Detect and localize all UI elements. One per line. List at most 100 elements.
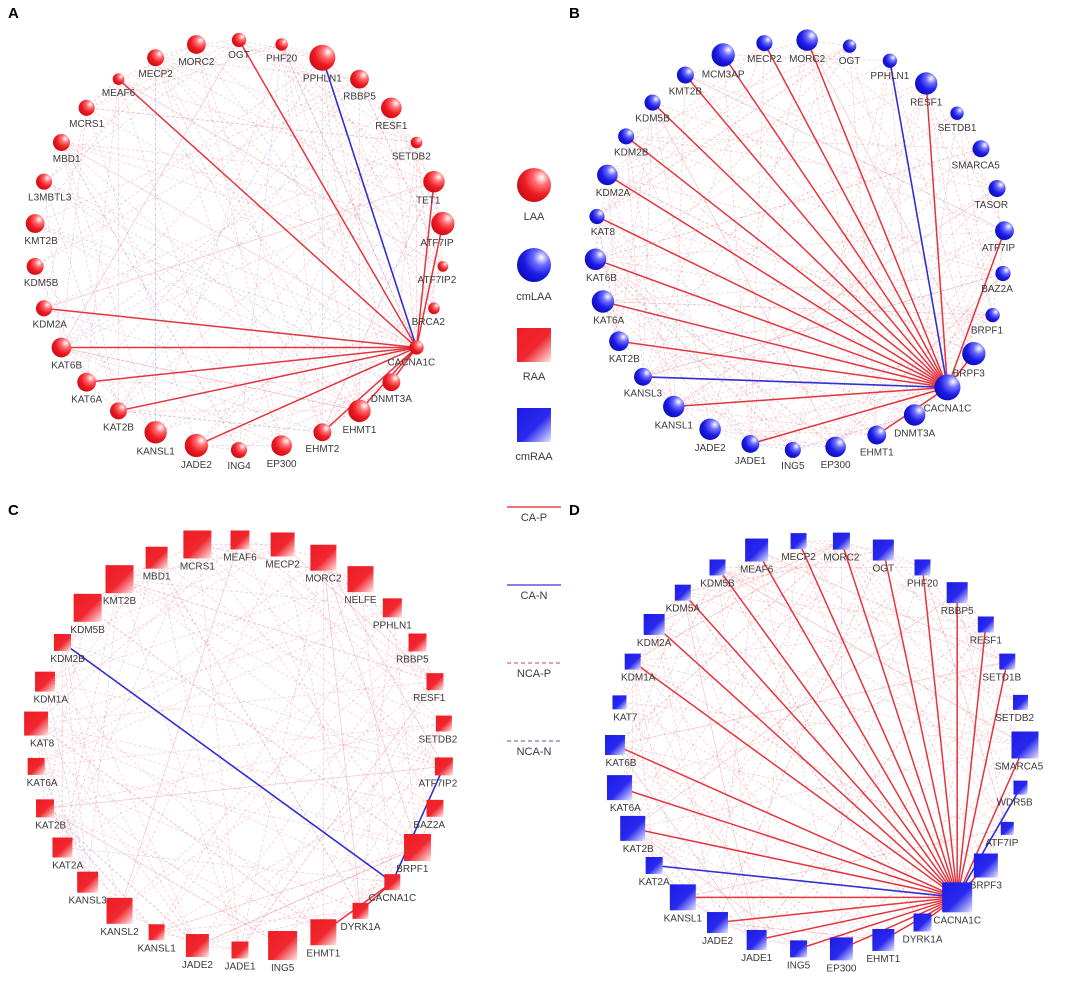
ca-p-edge-morc2 [806, 39, 949, 388]
node-morc2 [796, 29, 818, 51]
node-dnmt3a [903, 404, 926, 426]
nca-p-edge [607, 174, 620, 342]
nca-p-edge [359, 79, 444, 267]
nca-p-edge [62, 557, 157, 848]
nca-p-edge [682, 540, 842, 593]
nca-p-edge [35, 578, 361, 767]
node-cacna1c [409, 340, 424, 355]
nca-p-edge [155, 347, 417, 433]
nca-p-edge [750, 40, 808, 444]
nca-p-edge [756, 541, 799, 941]
node-label: MCM3AP [702, 70, 745, 81]
nca-p-edge [632, 661, 884, 941]
nca-p-edge [883, 549, 1008, 662]
nca-p-edge [61, 142, 443, 267]
nca-p-edge [806, 39, 975, 354]
node-label: KDM2A [596, 188, 631, 199]
ca-p-edge-setd1b [956, 661, 1009, 898]
nca-p-edge [632, 540, 842, 662]
nca-p-edge [602, 112, 958, 302]
nca-p-edge [653, 624, 757, 941]
nca-p-edge [36, 723, 444, 767]
nca-p-edge [44, 681, 324, 933]
nca-p-edge [35, 723, 88, 883]
nca-p-edge [619, 549, 757, 703]
nca-n-edge [118, 78, 392, 383]
nca-p-edge [792, 314, 993, 451]
node-jade1 [231, 941, 249, 959]
nca-p-edge [673, 230, 1005, 407]
nca-p-edge [239, 539, 436, 682]
nca-p-edge [44, 681, 198, 946]
node-label: KAT6A [610, 803, 641, 814]
nca-p-edge [750, 353, 974, 445]
nca-p-edge [36, 723, 418, 848]
node-label: RESF1 [375, 121, 408, 132]
ca-p-edge-kat6b [595, 258, 948, 389]
nca-p-edge [632, 828, 884, 941]
nca-n-edge [62, 642, 444, 767]
node-label: PPHLN1 [870, 71, 909, 82]
nca-p-edge [632, 592, 958, 829]
node-label: SETDB2 [995, 713, 1034, 724]
nca-p-edge [922, 567, 1021, 703]
node-ehmt2 [313, 423, 332, 442]
node-label: EP300 [821, 460, 851, 471]
ca-n-edge-kdm2b [61, 641, 393, 883]
nca-p-edge [281, 44, 360, 411]
ca-p-edge-kat2b [618, 340, 948, 389]
node-label: PHF20 [266, 54, 298, 65]
nca-p-edge [44, 808, 283, 946]
ca-p-edge-meaf6 [118, 78, 418, 349]
node-brpf3 [973, 853, 998, 878]
nca-p-edge [197, 544, 241, 951]
nca-p-edge [44, 723, 444, 809]
node-label: OGT [839, 56, 861, 67]
nca-p-edge [632, 828, 718, 923]
nca-p-edge [156, 557, 361, 912]
node-resf1 [381, 97, 402, 119]
node-phf20 [275, 38, 288, 51]
nca-p-edge [614, 744, 1008, 829]
ca-p-edge-mecp2 [797, 540, 958, 898]
node-label: EHMT2 [305, 444, 339, 455]
nca-p-edge [619, 592, 684, 703]
nca-p-edge [619, 702, 799, 950]
node-label: KDM2A [637, 638, 672, 649]
ca-p-edge-jade2 [196, 346, 417, 447]
node-label: KMT2B [669, 87, 703, 98]
nca-p-edge [625, 136, 675, 407]
nca-p-edge [34, 266, 87, 383]
nca-p-edge [34, 57, 156, 224]
node-mcrs1 [78, 99, 95, 116]
ca-n-edge-kat2a [654, 864, 958, 899]
node-label: MECP2 [138, 69, 173, 80]
nca-p-edge [35, 557, 324, 767]
nca-p-edge [155, 57, 417, 348]
node-label: BAZ2A [981, 284, 1013, 295]
nca-p-edge [360, 723, 445, 911]
node-kat8 [589, 208, 605, 225]
background-edges [595, 39, 1005, 451]
ca-p-edge-kat8 [596, 215, 948, 389]
node-label: KAT2B [623, 844, 654, 855]
nca-p-edge [596, 60, 891, 217]
node-tet1 [423, 170, 445, 193]
node-atf7ip2 [434, 757, 453, 776]
node-label: MBD1 [53, 154, 81, 165]
node-label: MORC2 [178, 57, 215, 68]
nca-p-edge [359, 78, 435, 182]
node-label: ATF7IP [985, 838, 1018, 849]
nca-p-edge [197, 544, 445, 767]
node-ing5 [790, 940, 808, 958]
nca-p-edge [632, 624, 986, 662]
node-mecp2 [270, 532, 295, 557]
nca-p-edge [632, 744, 1026, 829]
legend-cmlaa-icon [517, 248, 551, 282]
node-label: MCRS1 [180, 561, 215, 572]
nca-p-edge [238, 39, 435, 182]
node-label: ING5 [271, 963, 295, 974]
node-kdm5b [709, 559, 726, 576]
node-ogt [872, 539, 894, 561]
